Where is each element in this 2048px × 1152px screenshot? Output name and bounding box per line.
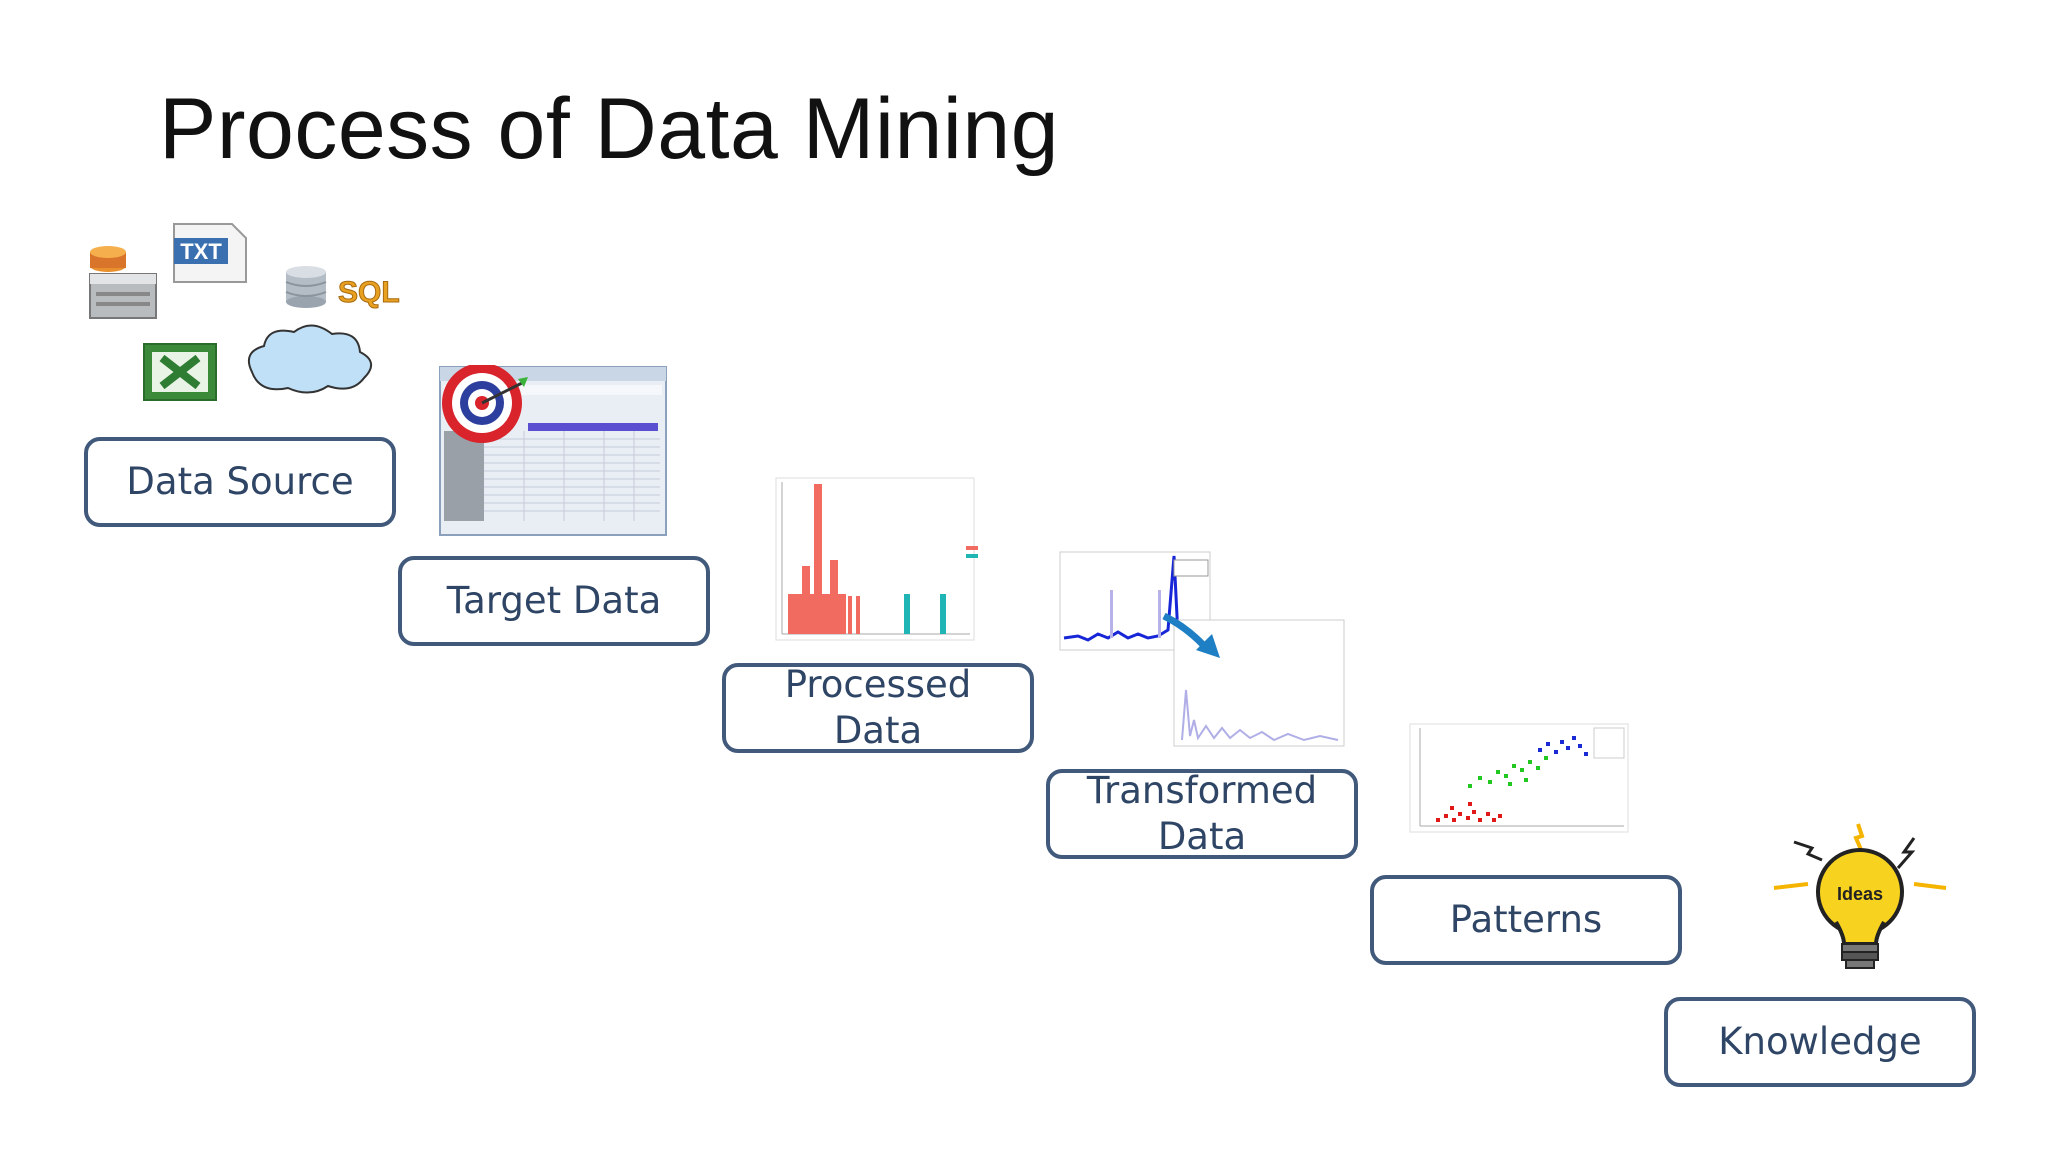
server-icon	[89, 246, 157, 319]
data-source-icons: TXT SQL	[89, 223, 400, 401]
processed-data-chart-icon	[775, 477, 978, 641]
sql-label: SQL	[338, 276, 400, 309]
step-label: Patterns	[1449, 898, 1603, 941]
step-label: Knowledge	[1718, 1020, 1922, 1063]
step-processed-data: Processed Data	[722, 663, 1034, 753]
lightbulb-icon: Ideas	[1773, 823, 1947, 969]
txt-file-icon: TXT	[173, 223, 247, 283]
step-label: Transformed Data	[1086, 769, 1318, 858]
cloud-icon	[248, 324, 372, 394]
step-label: Target Data	[446, 579, 662, 622]
target-data-icon	[439, 365, 667, 536]
patterns-scatter-icon	[1409, 723, 1629, 833]
transformed-data-chart-icon	[1059, 551, 1345, 747]
step-label: Data Source	[126, 460, 354, 503]
step-label: Processed Data	[784, 663, 972, 752]
txt-label: TXT	[180, 239, 222, 264]
bullseye-icon	[442, 365, 528, 443]
step-transformed-data: Transformed Data	[1046, 769, 1358, 859]
sql-database-icon: SQL	[285, 266, 400, 310]
slide-title: Process of Data Mining	[159, 81, 1060, 177]
step-data-source: Data Source	[84, 437, 396, 527]
bulb-label: Ideas	[1837, 884, 1883, 904]
step-patterns: Patterns	[1370, 875, 1682, 965]
step-target-data: Target Data	[398, 556, 710, 646]
step-knowledge: Knowledge	[1664, 997, 1976, 1087]
excel-icon	[143, 343, 217, 401]
